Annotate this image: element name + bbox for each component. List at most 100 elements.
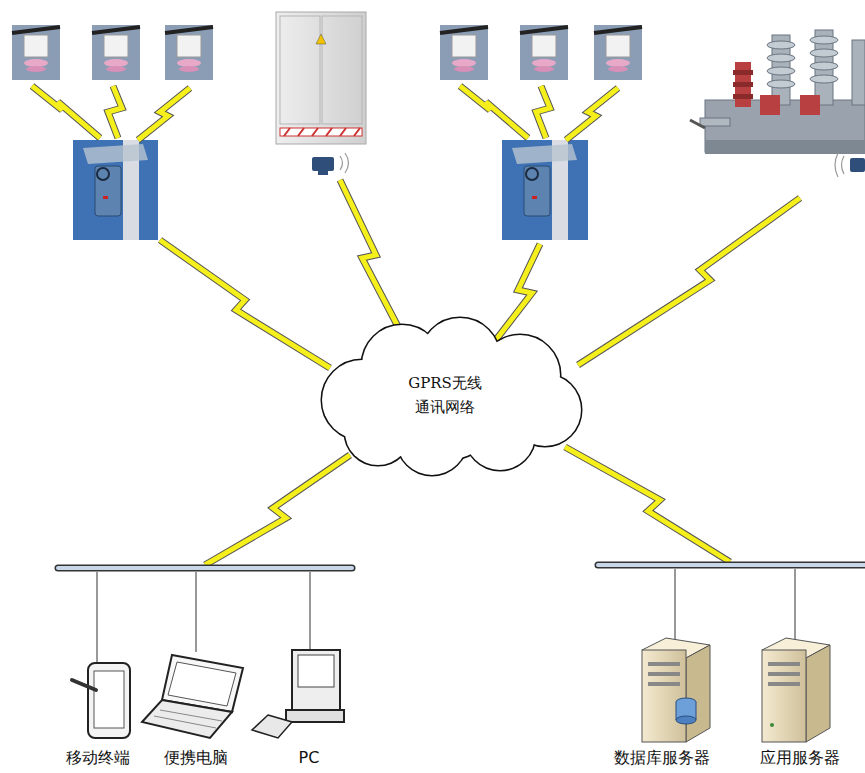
switch-cabinet — [280, 128, 362, 136]
network-bus — [58, 565, 865, 568]
desktop-pc-icon — [292, 650, 340, 710]
circuit-breaker — [733, 70, 753, 75]
application-server-icon — [768, 682, 800, 686]
wireless-link — [492, 244, 540, 345]
switch-cabinet — [326, 128, 332, 136]
line-sensor — [179, 66, 199, 72]
switch-cabinet — [316, 34, 326, 44]
network-bus — [598, 563, 865, 567]
line-sensor — [12, 25, 60, 80]
wireless-link — [160, 240, 330, 368]
device-label: 移动终端 — [66, 748, 130, 769]
circuit-breaker — [733, 82, 753, 87]
pole-concentrator — [73, 140, 158, 240]
circuit-breaker — [810, 49, 838, 57]
pole-concentrator — [502, 140, 588, 240]
switch-cabinet — [354, 128, 360, 136]
wireless-terminal — [842, 156, 845, 174]
line-sensor — [24, 59, 48, 67]
line-sensor — [12, 25, 60, 80]
wireless-link — [138, 88, 190, 140]
line-sensor — [454, 66, 474, 72]
line-sensor — [608, 66, 628, 72]
wireless-terminal — [850, 158, 865, 172]
circuit-breaker — [733, 94, 753, 99]
drop-line — [196, 572, 197, 652]
cloud-shape — [322, 318, 581, 475]
circuit-breaker — [810, 75, 838, 83]
line-sensor — [452, 35, 476, 57]
wireless-link — [32, 86, 800, 565]
wireless-link — [492, 244, 540, 345]
switch-cabinet — [284, 128, 290, 136]
circuit-breaker — [767, 54, 795, 62]
circuit-breaker — [705, 140, 865, 154]
line-sensor — [165, 27, 213, 33]
network-bus — [58, 565, 352, 572]
wireless-link — [578, 198, 800, 365]
wireless-terminal — [835, 153, 838, 177]
desktop-pc-icon — [252, 650, 344, 738]
application-server-icon — [770, 723, 774, 727]
laptop-icon — [142, 700, 232, 738]
drop-line — [97, 569, 795, 665]
application-server-icon — [806, 645, 830, 742]
switch-cabinet — [298, 128, 304, 136]
network-bus — [58, 566, 352, 570]
cloud-shape — [322, 318, 581, 475]
wireless-terminal — [345, 153, 349, 173]
wireless-terminal — [312, 157, 334, 171]
line-sensor — [177, 35, 201, 57]
network-bus — [598, 562, 865, 569]
line-sensor — [92, 27, 140, 33]
database-server-icon — [696, 702, 697, 720]
pole-concentrator — [524, 166, 550, 216]
wireless-link — [32, 86, 100, 138]
circuit-breaker — [810, 62, 838, 70]
database-server-icon — [642, 638, 710, 742]
cloud-shape — [385, 340, 505, 460]
circuit-breaker — [767, 80, 795, 88]
wireless-link — [138, 88, 190, 140]
wireless-link — [565, 447, 730, 562]
pole-concentrator — [73, 140, 158, 240]
wireless-link — [536, 86, 550, 138]
desktop-pc-icon — [286, 710, 344, 722]
wireless-link — [108, 86, 122, 138]
tablet-icon — [72, 680, 96, 690]
wireless-link — [340, 180, 405, 340]
line-sensor — [440, 27, 488, 33]
drop-line — [310, 572, 311, 650]
application-server-icon — [762, 650, 806, 742]
circuit-breaker — [690, 120, 705, 128]
circuit-breaker — [767, 67, 795, 75]
line-sensor — [594, 25, 642, 80]
wireless-link — [566, 88, 618, 140]
wireless-link — [565, 447, 730, 562]
line-sensor — [12, 27, 60, 33]
switch-cabinet — [340, 128, 346, 136]
wireless-link — [578, 198, 800, 365]
switch-cabinet — [276, 12, 366, 144]
cloud-network-node: GPRS无线 通讯网络 — [365, 345, 525, 445]
tablet-icon — [88, 663, 130, 738]
line-sensor — [594, 25, 642, 80]
database-server-icon — [648, 672, 680, 676]
database-server-icon — [642, 650, 686, 742]
device-label: PC — [299, 748, 320, 767]
line-sensor — [520, 25, 568, 80]
device-label: 便携电脑 — [164, 748, 228, 769]
switch-cabinet — [276, 12, 366, 144]
wireless-terminal — [835, 153, 865, 177]
line-sensor — [606, 35, 630, 57]
device-label: 数据库服务器 — [614, 748, 710, 769]
circuit-breaker — [690, 30, 865, 154]
database-server-icon — [648, 662, 680, 666]
wireless-link — [108, 86, 122, 138]
wireless-link — [32, 86, 800, 565]
line-sensor — [26, 66, 46, 72]
desktop-pc-icon — [252, 715, 292, 738]
application-server-icon — [762, 638, 830, 742]
drop-line — [795, 569, 796, 645]
wireless-terminal — [340, 156, 343, 170]
